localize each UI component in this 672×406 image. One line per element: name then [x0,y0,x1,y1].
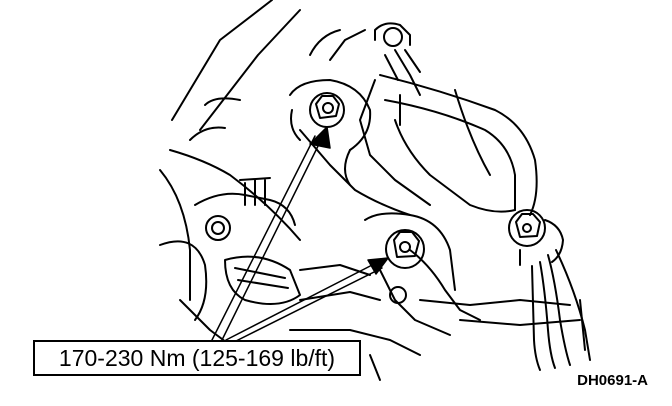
right-fitting [508,209,564,266]
brake-caliper [359,74,538,216]
brake-hoses [531,249,591,371]
leader-arrows [211,126,389,343]
upper-bolt [309,92,345,128]
lower-bolt [385,229,425,269]
figure-id: DH0691-A [577,372,648,389]
steering-knuckle [289,29,411,216]
torque-callout-box: 170-230 Nm (125-169 lb/ft) [33,340,361,376]
torque-spec-text: 170-230 Nm (125-169 lb/ft) [58,345,336,371]
bleeder-fitting [374,22,421,96]
left-housing [159,0,301,346]
